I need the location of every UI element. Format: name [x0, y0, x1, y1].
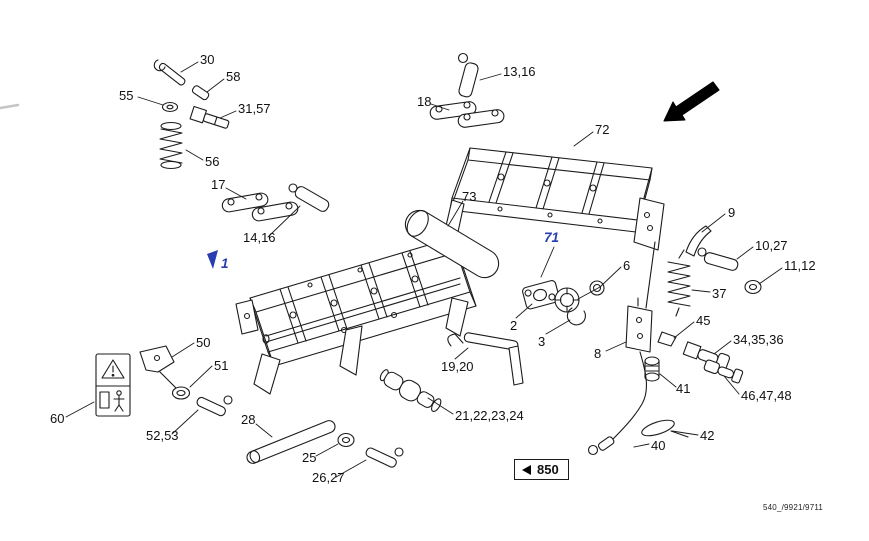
callout-28: 28 [241, 412, 256, 427]
part-pin-19-20 [447, 332, 524, 386]
part-pin-26-27 [365, 447, 404, 468]
part-boot-41 [644, 356, 660, 382]
callout-41: 41 [676, 381, 691, 396]
part-clip-45 [657, 331, 677, 347]
lower-frame [235, 237, 477, 395]
callout-13-16: 13,16 [503, 64, 536, 79]
callout-30: 30 [200, 52, 215, 67]
callout-42: 42 [700, 428, 715, 443]
callout-73: 73 [462, 189, 477, 204]
callout-9: 9 [728, 205, 736, 220]
part-circlip-3 [566, 307, 586, 326]
callout-58: 58 [226, 69, 241, 84]
part-bracket-50 [139, 345, 177, 389]
callout-51: 51 [214, 358, 229, 373]
part-pin-30 [153, 59, 186, 86]
part-cable-tie-42 [641, 419, 689, 438]
callout-56: 56 [205, 154, 220, 169]
part-flange-2 [522, 280, 560, 310]
callout-19-20: 19,20 [441, 359, 474, 374]
figure-reference-label: 850 [537, 462, 559, 477]
part-pin-14-16 [288, 183, 330, 212]
leader-lines [65, 61, 783, 478]
part-bolt-set-46-47-48 [703, 359, 744, 384]
callout-45: 45 [696, 313, 711, 328]
callout-26-27: 26,27 [312, 470, 345, 485]
reference-1: 1 [221, 256, 229, 271]
upper-frame [445, 147, 665, 309]
callout-60: 60 [50, 411, 65, 426]
scan-smudge [0, 103, 20, 110]
part-rod-28 [246, 420, 336, 464]
callout-10-27: 10,27 [755, 238, 788, 253]
warning-label-icon [95, 353, 131, 417]
part-bearing-6 [554, 280, 605, 313]
callout-72: 72 [595, 122, 610, 137]
part-links-18 [429, 101, 505, 128]
callout-50: 50 [196, 335, 211, 350]
callout-14-16: 14,16 [243, 230, 276, 245]
callout-11-12: 11,12 [784, 258, 816, 273]
part-pin-13-16 [457, 52, 479, 98]
part-ring-51 [171, 386, 191, 400]
callout-8: 8 [594, 346, 602, 361]
left-arrow-icon [522, 464, 531, 475]
part-spring-56 [159, 121, 183, 170]
part-links-17 [221, 192, 299, 222]
part-pin-10-27 [697, 247, 739, 271]
callout-31-57: 31,57 [238, 101, 271, 116]
part-bolt-31-57 [189, 105, 230, 129]
callout-34-35-36: 34,35,36 [733, 332, 784, 347]
reference-71: 71 [544, 230, 560, 245]
callout-37: 37 [712, 286, 727, 301]
callout-3: 3 [538, 334, 546, 349]
part-cable-40 [587, 351, 648, 456]
part-roller-73 [404, 209, 500, 279]
direction-arrow-icon [663, 81, 720, 122]
part-pin-52-53 [196, 395, 233, 417]
part-sleeve-58 [191, 85, 210, 101]
part-washer-11-12 [744, 279, 762, 295]
part-washer-55 [161, 101, 179, 113]
part-lever-9 [685, 225, 712, 257]
part-spring-37 [667, 249, 691, 317]
callout-52-53: 52,53 [146, 428, 179, 443]
reference-flag-icon [207, 250, 218, 269]
part-bushing-25 [337, 432, 355, 448]
callout-21-22-23-24: 21,22,23,24 [455, 408, 524, 423]
callout-55: 55 [119, 88, 134, 103]
callout-6: 6 [623, 258, 631, 273]
callout-46-47-48: 46,47,48 [741, 388, 792, 403]
callout-17: 17 [211, 177, 226, 192]
callout-25: 25 [302, 450, 317, 465]
callout-2: 2 [510, 318, 518, 333]
callout-18: 18 [417, 94, 432, 109]
document-number: 540_/9921/9711 [763, 503, 824, 512]
figure-reference-box: 850 [514, 459, 569, 480]
part-bracket-8 [625, 297, 653, 353]
part-roller-set-21-22-23-24 [379, 369, 442, 412]
callout-40: 40 [651, 438, 666, 453]
